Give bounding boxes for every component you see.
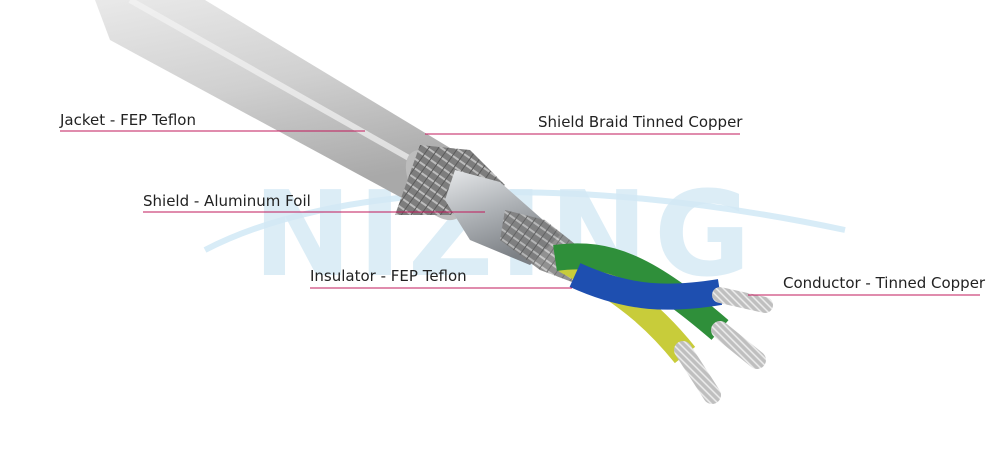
conductor-blue bbox=[712, 287, 773, 313]
conductor-yellow bbox=[674, 341, 721, 404]
wire-blue bbox=[569, 263, 723, 310]
jacket-highlight bbox=[128, 0, 432, 173]
label-jacket: Jacket - FEP Teflon bbox=[60, 111, 196, 129]
label-insulator: Insulator - FEP Teflon bbox=[310, 267, 467, 285]
leader-lines bbox=[60, 130, 980, 296]
label-shield-foil: Shield - Aluminum Foil bbox=[143, 192, 311, 210]
label-conductor: Conductor - Tinned Copper bbox=[783, 274, 986, 292]
cable-jacket bbox=[95, 0, 470, 205]
conductor-green bbox=[711, 321, 766, 369]
wire-green bbox=[553, 243, 729, 340]
label-shield-braid: Shield Braid Tinned Copper bbox=[538, 113, 743, 131]
